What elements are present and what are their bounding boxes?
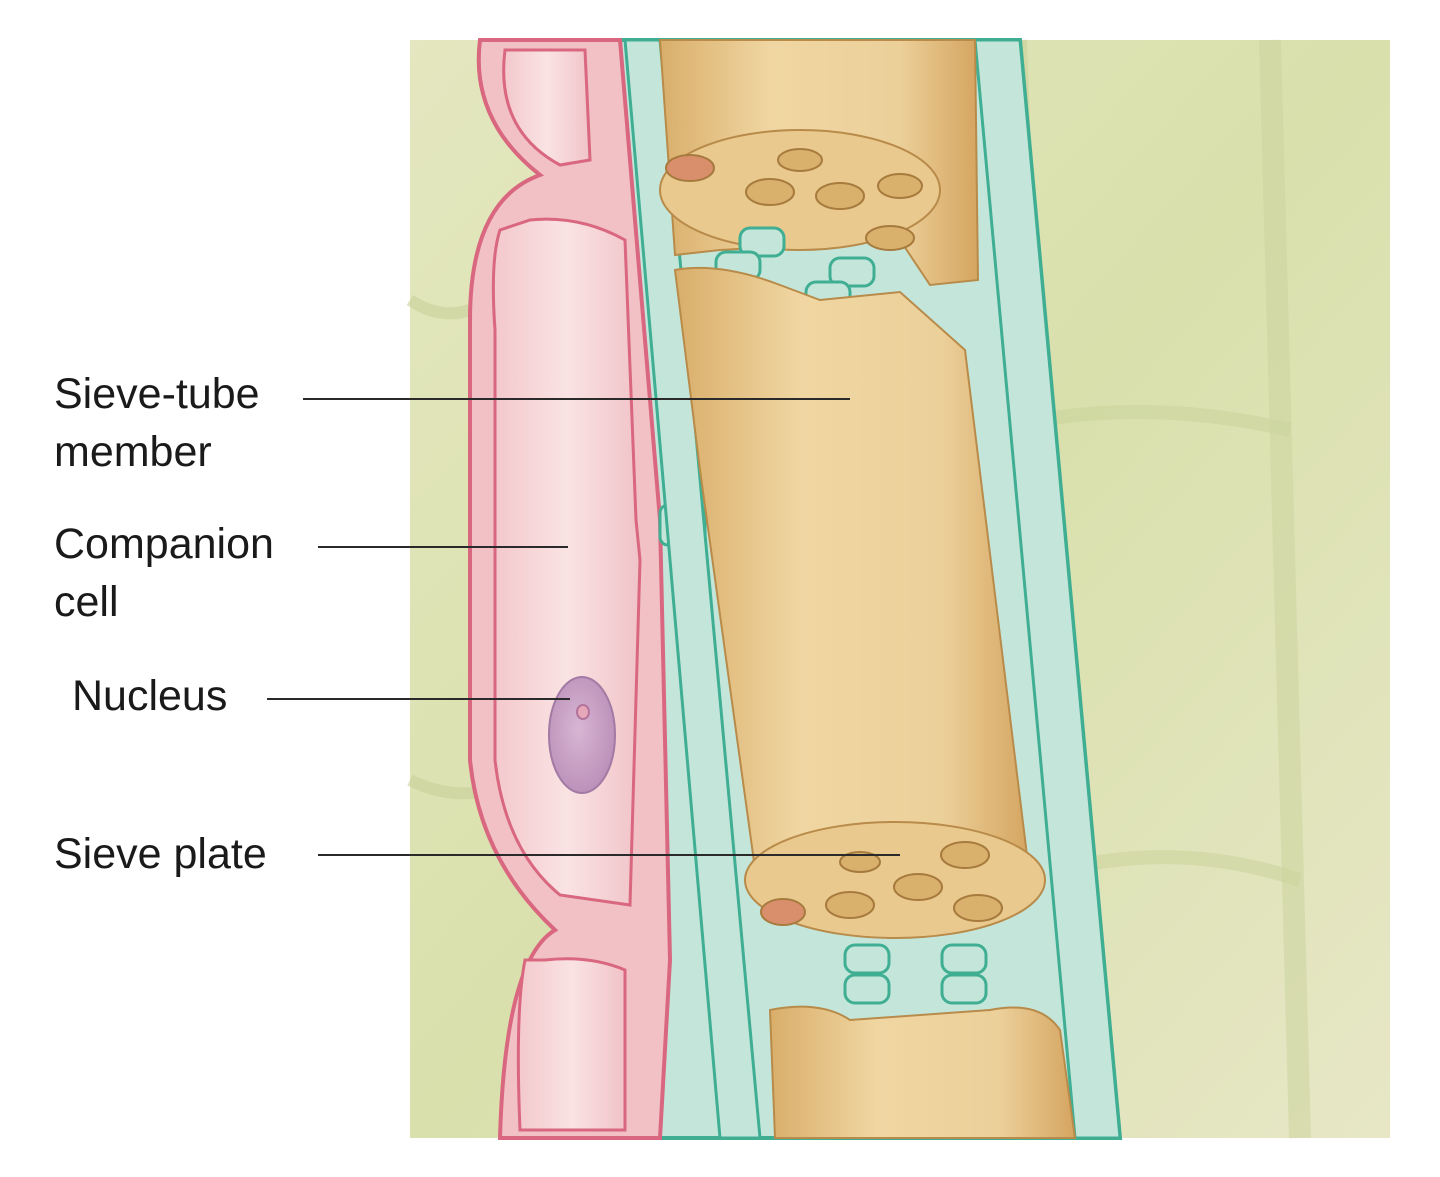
companion-cell xyxy=(491,217,642,907)
leader-line-nucleus xyxy=(267,698,570,700)
label-sieve-tube-member-line1: Sieve-tube xyxy=(54,370,260,418)
nucleus-shape xyxy=(548,676,616,794)
label-sieve-plate: Sieve plate xyxy=(54,825,267,883)
label-companion-cell: Companion cell xyxy=(54,515,274,631)
label-sieve-tube-member-line2: member xyxy=(54,428,212,476)
upper-sieve-plate xyxy=(659,129,941,251)
label-companion-cell-line1: Companion xyxy=(54,520,274,568)
leader-line-sieve-tube-member xyxy=(303,398,850,400)
label-sieve-plate-line1: Sieve plate xyxy=(54,830,267,878)
label-nucleus: Nucleus xyxy=(72,667,227,725)
label-companion-cell-line2: cell xyxy=(54,578,119,626)
leader-line-sieve-plate xyxy=(318,854,900,856)
label-sieve-tube-member: Sieve-tube member xyxy=(54,365,260,481)
label-nucleus-line1: Nucleus xyxy=(72,672,228,720)
leader-line-companion-cell xyxy=(318,546,568,548)
